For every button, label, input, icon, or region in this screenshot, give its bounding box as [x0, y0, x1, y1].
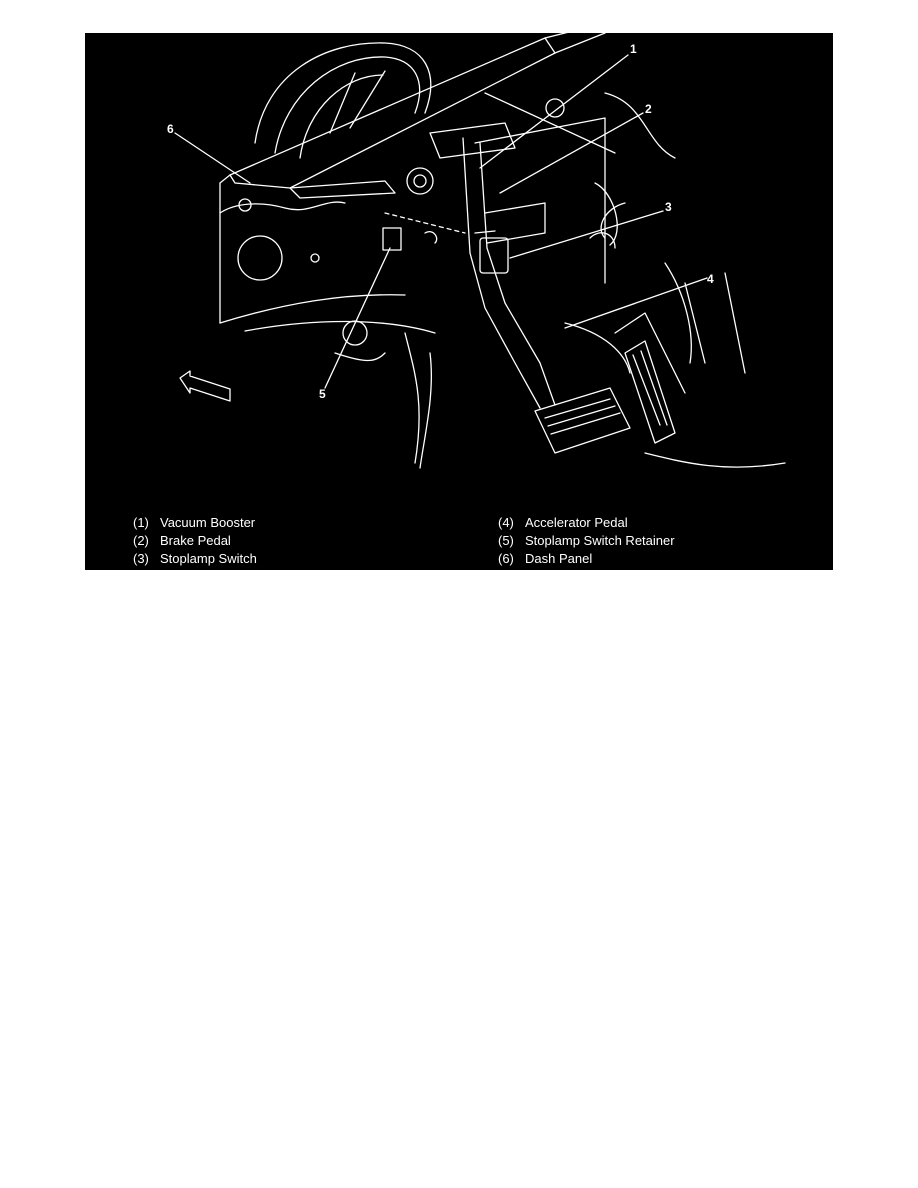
callout-3: 3: [665, 200, 672, 214]
dash-hole-large: [237, 235, 283, 281]
accelerator-pedal: [624, 340, 676, 444]
legend-item-4: (4) Accelerator Pedal: [498, 515, 628, 530]
callout-6: 6: [167, 122, 174, 136]
brake-pedal-pad: [534, 387, 631, 454]
legend-number: (1): [133, 515, 149, 530]
brake-pedal-arm: [462, 137, 541, 409]
callout-1: 1: [630, 42, 637, 56]
legend-item-3: (3) Stoplamp Switch: [133, 551, 257, 566]
callout-5: 5: [319, 387, 326, 401]
legend-number: (6): [498, 551, 514, 566]
legend-number: (2): [133, 533, 149, 548]
callout-4: 4: [707, 272, 714, 286]
legend-item-2: (2) Brake Pedal: [133, 533, 231, 548]
stoplamp-switch: [479, 237, 509, 274]
legend-number: (5): [498, 533, 514, 548]
legend-item-6: (6) Dash Panel: [498, 551, 592, 566]
legend-label: Dash Panel: [525, 551, 593, 566]
legend-label: Accelerator Pedal: [525, 515, 628, 530]
legend-label: Stoplamp Switch Retainer: [525, 533, 675, 548]
legend-number: (3): [133, 551, 149, 566]
legend-label: Vacuum Booster: [160, 515, 256, 530]
diagram-figure: 1 2 3 4 5 6 (1) Vacuum Booster (2) Brake P…: [85, 33, 833, 570]
dash-panel: [229, 37, 556, 189]
legend-label: Brake Pedal: [160, 533, 231, 548]
direction-arrow-icon: [179, 370, 231, 402]
legend-label: Stoplamp Switch: [160, 551, 257, 566]
stoplamp-switch-retainer: [382, 227, 402, 251]
legend-number: (4): [498, 515, 514, 530]
legend-item-5: (5) Stoplamp Switch Retainer: [498, 533, 675, 548]
legend-item-1: (1) Vacuum Booster: [133, 515, 255, 530]
pedal-assembly-illustration: [174, 33, 786, 469]
vacuum-booster: [406, 167, 434, 195]
callout-2: 2: [645, 102, 652, 116]
